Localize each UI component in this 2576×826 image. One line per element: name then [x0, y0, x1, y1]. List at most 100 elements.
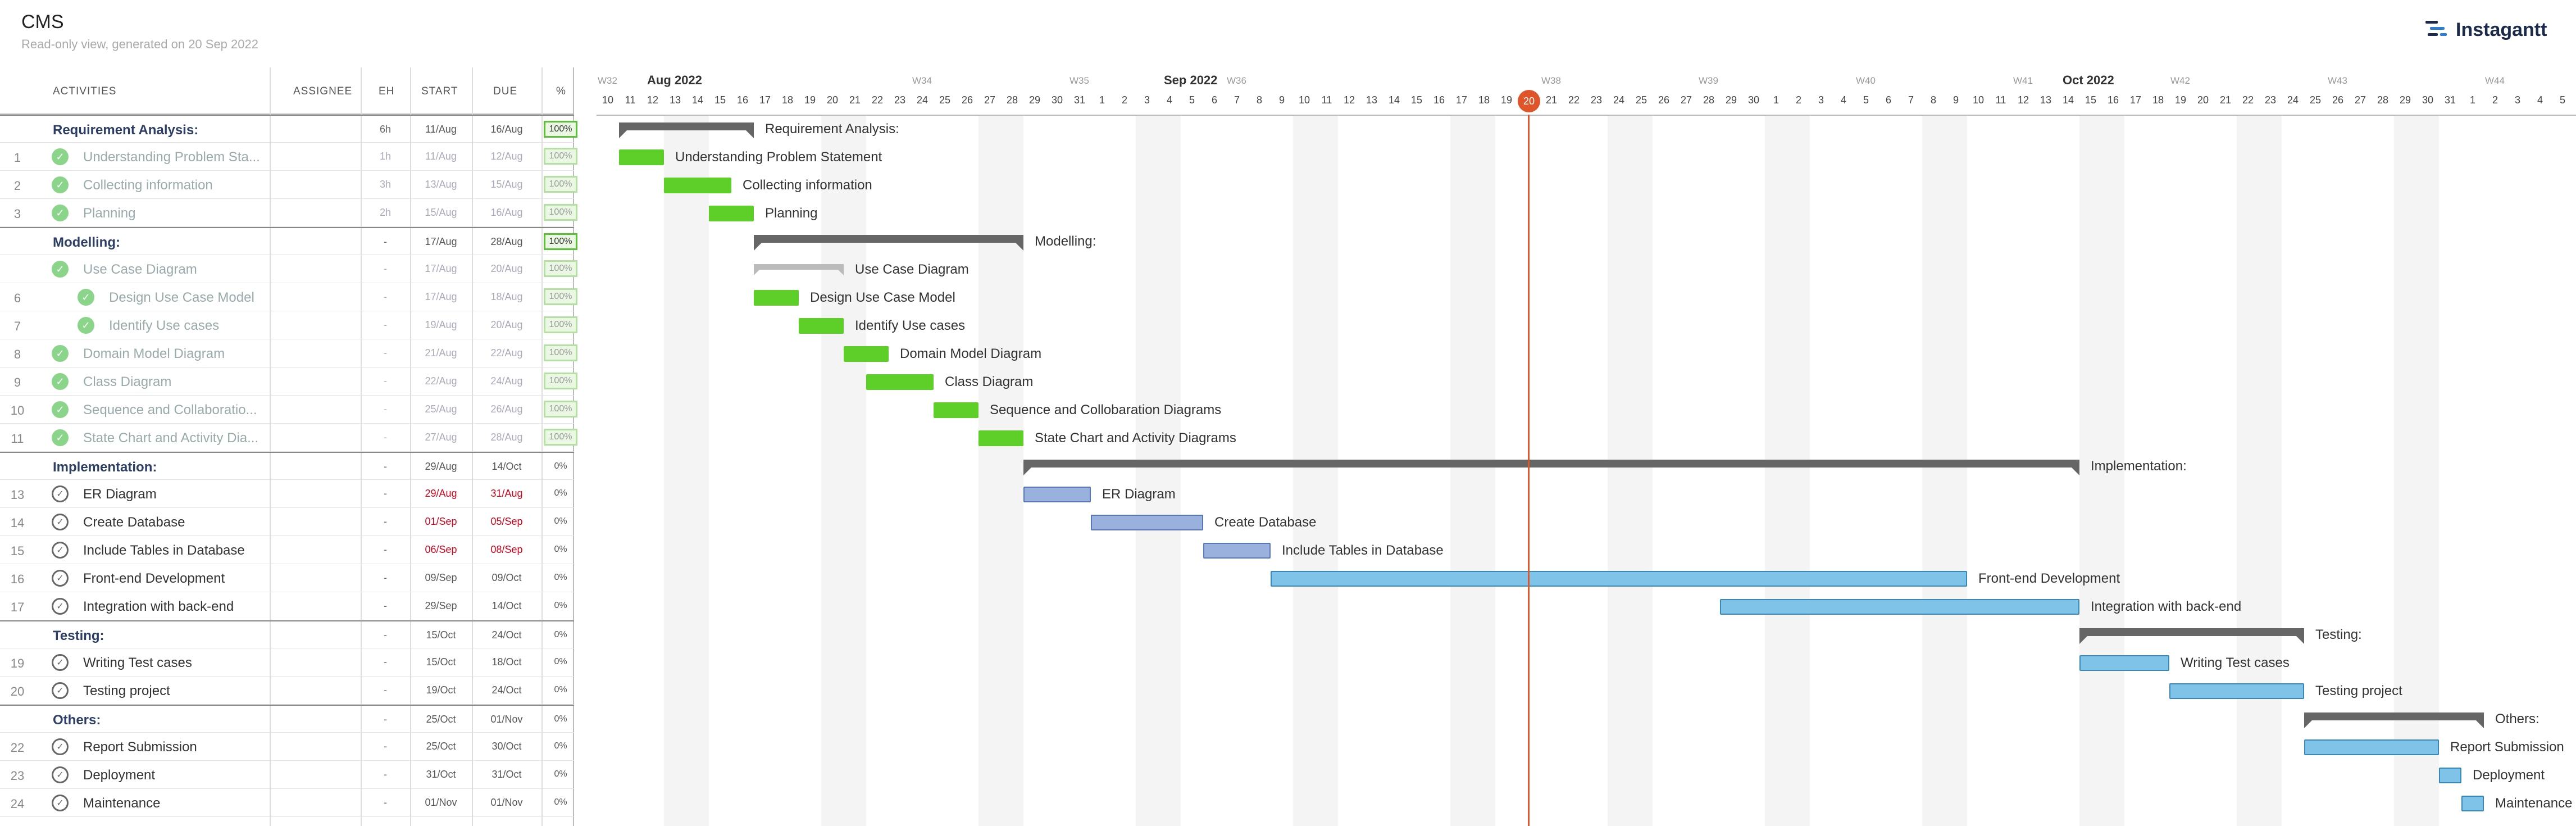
group-summary-bar[interactable]: [2304, 712, 2484, 728]
check-done-icon[interactable]: ✓: [52, 148, 69, 165]
check-open-icon[interactable]: ✓: [52, 795, 69, 811]
task-bar[interactable]: [1271, 571, 1967, 587]
task-bar[interactable]: [664, 178, 731, 193]
check-done-icon[interactable]: ✓: [52, 429, 69, 446]
check-done-icon[interactable]: ✓: [52, 205, 69, 221]
check-done-icon[interactable]: ✓: [78, 289, 94, 306]
check-open-icon[interactable]: ✓: [52, 654, 69, 671]
task-name[interactable]: ER Diagram: [83, 487, 157, 502]
task-name[interactable]: Modelling:: [53, 235, 120, 250]
task-row[interactable]: 11✓State Chart and Activity Dia...-27/Au…: [0, 424, 577, 452]
task-name[interactable]: Create Database: [83, 515, 185, 530]
task-bar[interactable]: [709, 206, 754, 221]
task-name[interactable]: Integration with back-end: [83, 599, 234, 614]
col-eh[interactable]: EH: [379, 85, 395, 97]
brand-logo[interactable]: Instagantt: [2425, 19, 2547, 41]
task-bar[interactable]: [619, 149, 664, 165]
check-open-icon[interactable]: ✓: [52, 485, 69, 502]
task-name[interactable]: Report Submission: [83, 739, 197, 755]
task-name[interactable]: Testing:: [53, 628, 104, 643]
group-summary-bar[interactable]: [2079, 628, 2304, 644]
task-name[interactable]: Include Tables in Database: [83, 543, 245, 558]
group-summary-bar[interactable]: [619, 122, 754, 138]
task-name[interactable]: State Chart and Activity Dia...: [83, 430, 259, 446]
group-summary-bar[interactable]: [754, 235, 1023, 251]
col-due[interactable]: DUE: [493, 85, 518, 97]
check-done-icon[interactable]: ✓: [52, 176, 69, 193]
check-done-icon[interactable]: ✓: [52, 261, 69, 278]
check-open-icon[interactable]: ✓: [52, 682, 69, 699]
check-done-icon[interactable]: ✓: [78, 317, 94, 334]
check-done-icon[interactable]: ✓: [52, 345, 69, 362]
check-open-icon[interactable]: ✓: [52, 598, 69, 615]
task-name[interactable]: Identify Use cases: [109, 318, 220, 333]
task-bar[interactable]: [1203, 543, 1271, 559]
task-bar[interactable]: [2304, 739, 2439, 755]
check-open-icon[interactable]: ✓: [52, 542, 69, 559]
col-pct[interactable]: %: [556, 85, 566, 97]
task-name[interactable]: Domain Model Diagram: [83, 346, 225, 361]
check-open-icon[interactable]: ✓: [52, 766, 69, 783]
task-bar[interactable]: [1091, 515, 1203, 530]
task-name[interactable]: Requirement Analysis:: [53, 122, 199, 138]
check-open-icon[interactable]: ✓: [52, 514, 69, 530]
task-bar[interactable]: [2461, 796, 2484, 811]
check-done-icon[interactable]: ✓: [52, 401, 69, 418]
task-name[interactable]: Understanding Problem Sta...: [83, 149, 260, 165]
group-summary-bar[interactable]: [1023, 460, 2079, 475]
col-start[interactable]: START: [421, 85, 458, 97]
task-name[interactable]: Use Case Diagram: [83, 262, 197, 277]
task-name[interactable]: Others:: [53, 712, 101, 728]
check-done-icon[interactable]: ✓: [52, 373, 69, 390]
check-open-icon[interactable]: ✓: [52, 738, 69, 755]
task-bar[interactable]: [1720, 599, 2079, 615]
today-marker[interactable]: 20: [1518, 90, 1540, 112]
col-assignee[interactable]: ASSIGNEE: [293, 85, 353, 97]
subgroup-summary-bar[interactable]: [754, 264, 844, 275]
task-name[interactable]: Sequence and Collaboratio...: [83, 402, 257, 417]
task-name[interactable]: Collecting information: [83, 178, 213, 193]
task-bar[interactable]: [754, 290, 799, 306]
task-bar[interactable]: [2439, 768, 2461, 783]
task-name[interactable]: Writing Test cases: [83, 655, 192, 670]
task-name[interactable]: Front-end Development: [83, 571, 225, 586]
task-name[interactable]: Deployment: [83, 768, 156, 783]
task-bar[interactable]: [978, 430, 1023, 446]
task-bar[interactable]: [1023, 487, 1091, 502]
task-bar[interactable]: [844, 346, 889, 362]
task-name[interactable]: Testing project: [83, 683, 170, 698]
task-name[interactable]: Class Diagram: [83, 374, 172, 389]
task-name[interactable]: Maintenance: [83, 796, 161, 811]
check-open-icon[interactable]: ✓: [52, 570, 69, 587]
task-bar[interactable]: [2169, 683, 2304, 699]
task-bar[interactable]: [934, 402, 978, 418]
task-bar[interactable]: [799, 318, 844, 334]
task-name[interactable]: Design Use Case Model: [109, 290, 254, 305]
task-bar[interactable]: [2079, 655, 2169, 671]
col-activities[interactable]: ACTIVITIES: [53, 85, 117, 97]
task-bar[interactable]: [866, 374, 934, 390]
